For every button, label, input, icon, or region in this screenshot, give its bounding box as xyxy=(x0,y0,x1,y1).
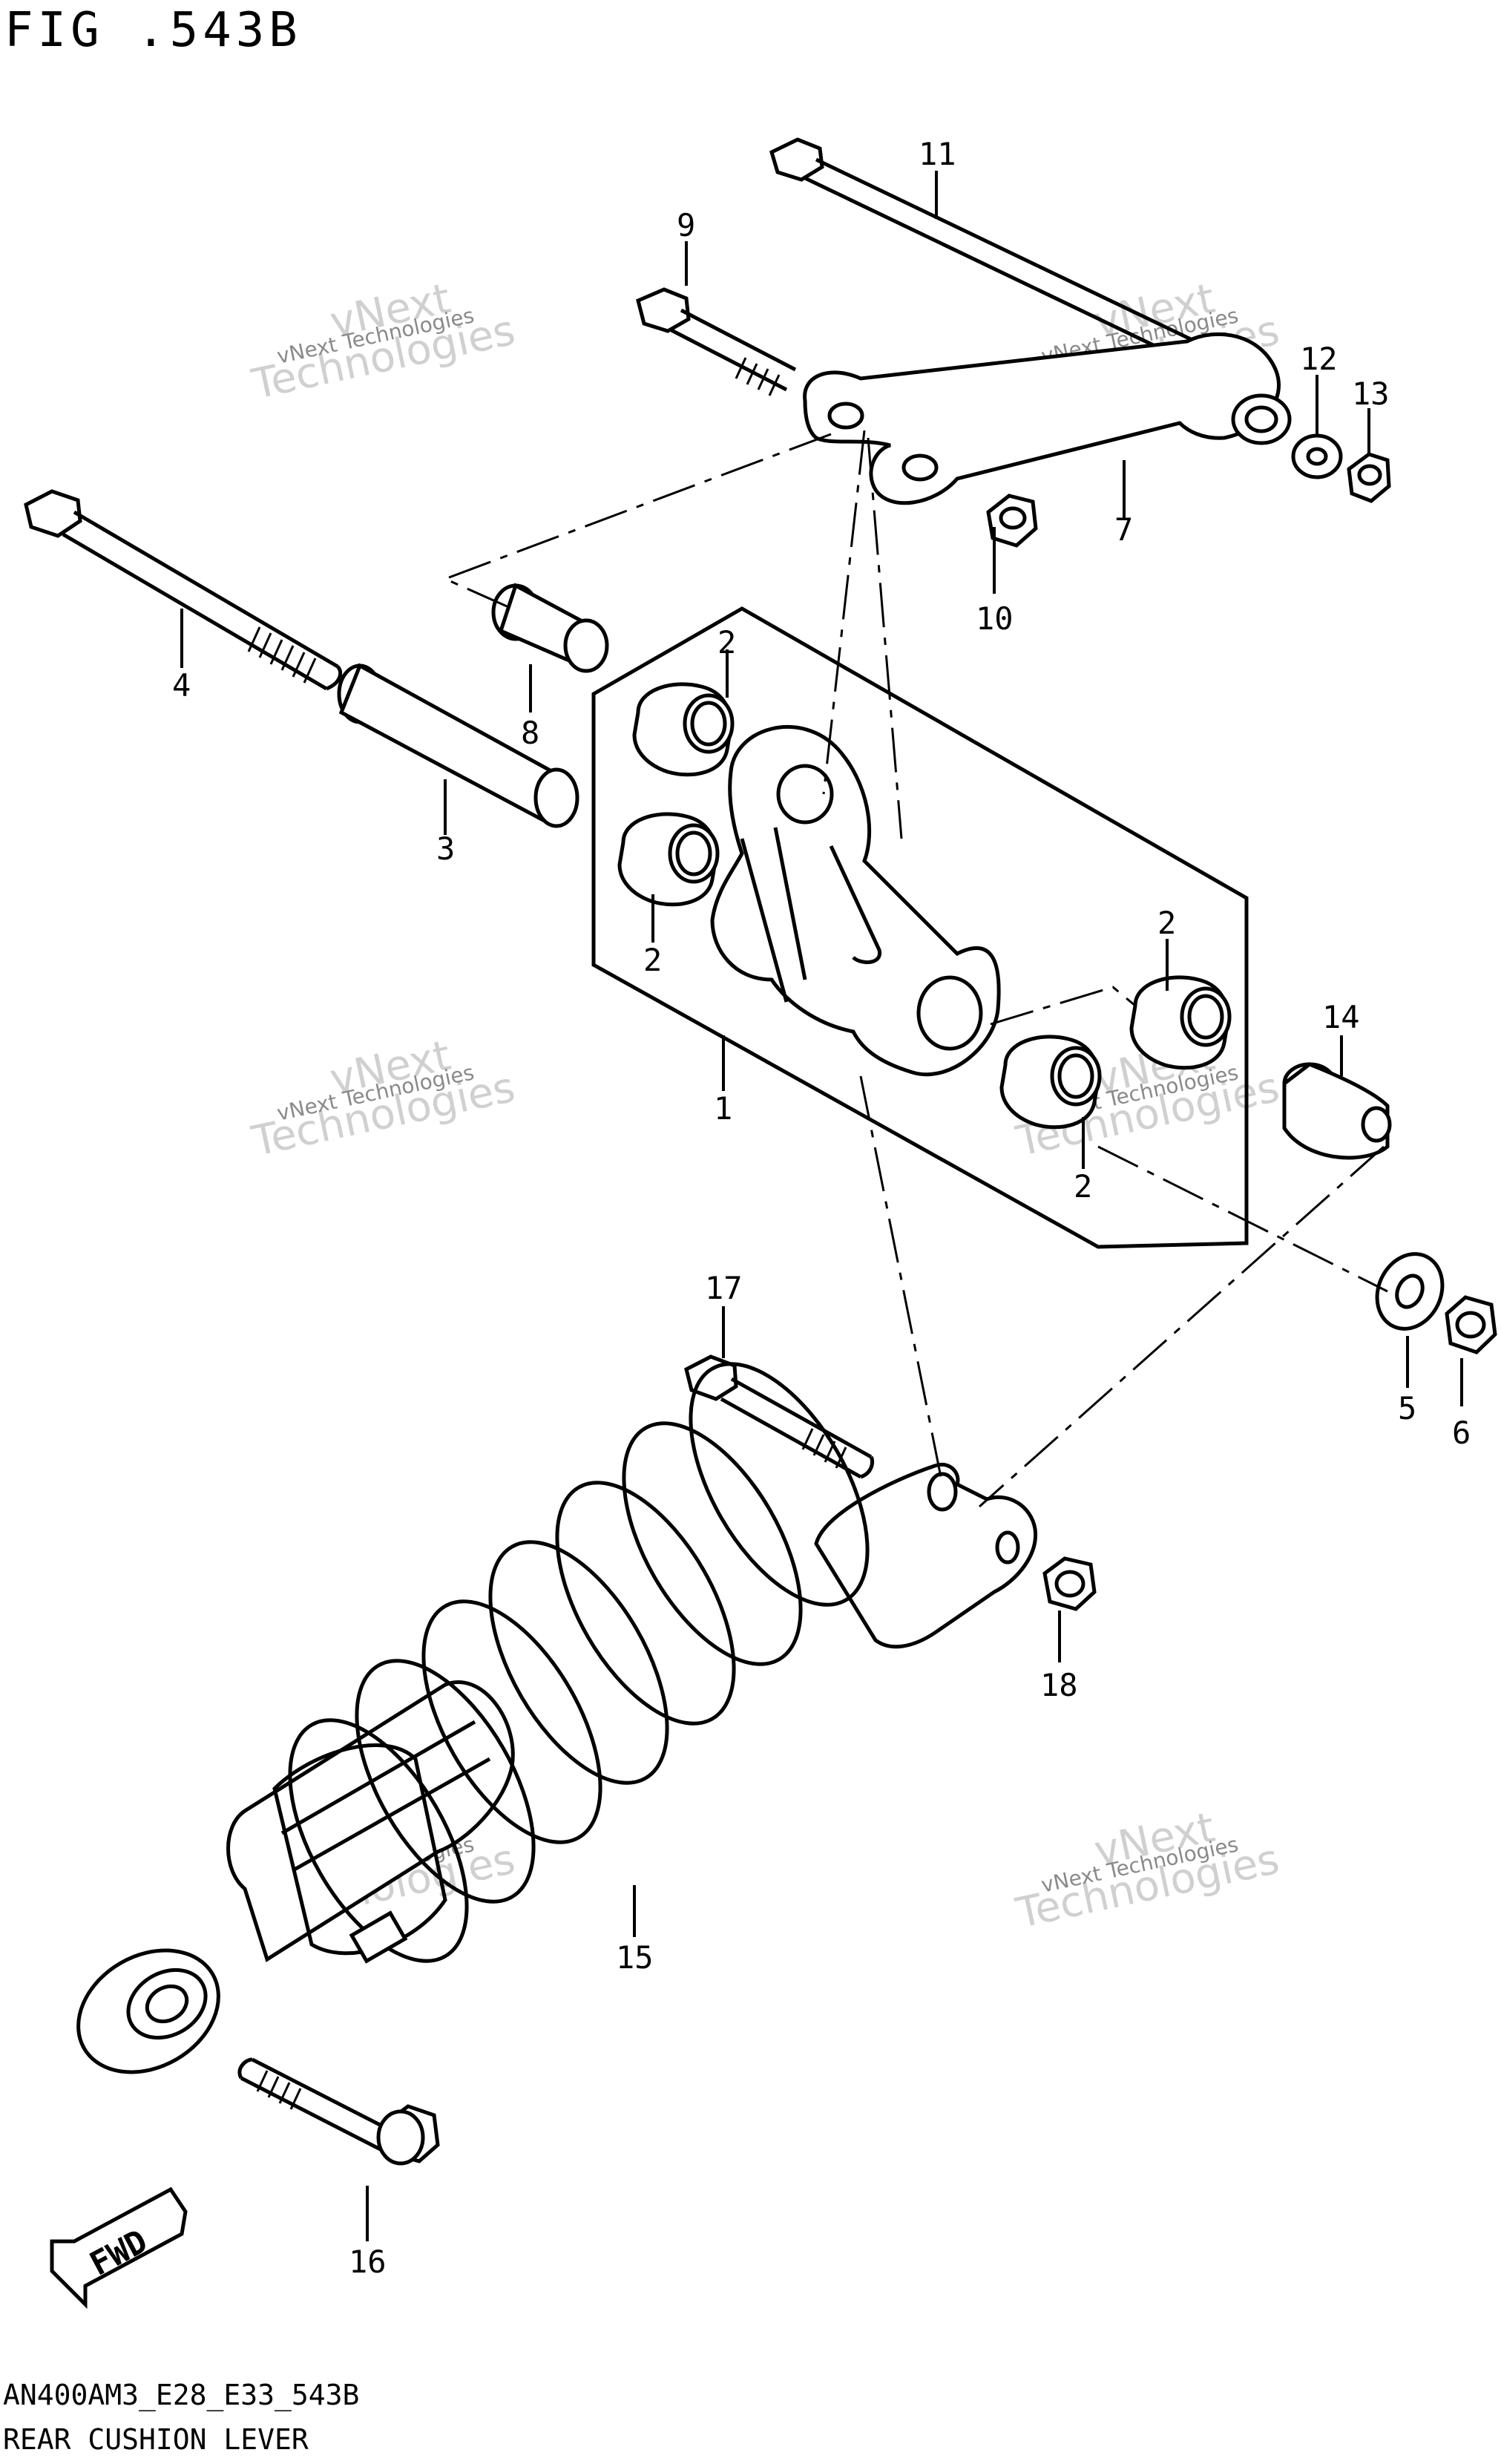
diagram-caption: REAR CUSHION LEVER xyxy=(3,2423,309,2456)
nut-13 xyxy=(1347,452,1391,503)
callout-4: 4 xyxy=(172,667,191,704)
callout-17: 17 xyxy=(705,1270,743,1306)
alignment-lines xyxy=(442,430,1388,1508)
callout-10: 10 xyxy=(976,600,1014,637)
bearing-2d xyxy=(999,1035,1102,1130)
callout-11: 11 xyxy=(919,136,956,172)
bolt-9 xyxy=(636,287,797,396)
callout-numbers: 11 9 12 13 7 10 4 8 3 2 2 2 2 1 14 5 6 1… xyxy=(172,136,1471,2280)
nut-6 xyxy=(1445,1295,1497,1354)
cushion-lever-1 xyxy=(710,725,1001,1077)
collar-14 xyxy=(1282,1062,1392,1160)
callout-6: 6 xyxy=(1452,1415,1471,1451)
nut-10 xyxy=(986,494,1038,548)
bolt-4 xyxy=(24,489,343,691)
rear-shock-15 xyxy=(76,1362,1038,2074)
callout-2b: 2 xyxy=(643,942,662,978)
callout-14: 14 xyxy=(1322,999,1360,1035)
callout-13: 13 xyxy=(1352,376,1390,412)
callout-16: 16 xyxy=(349,2244,387,2280)
callout-3: 3 xyxy=(436,830,455,867)
collar-8 xyxy=(491,583,609,673)
watermark-3: Technologies vNext vNext Technologies xyxy=(247,1032,519,1166)
callout-2d: 2 xyxy=(1074,1168,1092,1205)
callout-12: 12 xyxy=(1300,341,1338,377)
bearing-2a xyxy=(632,682,735,777)
model-code: AN400AM3_E28_E33_543B xyxy=(3,2379,359,2412)
callout-9: 9 xyxy=(677,207,695,243)
nut-18 xyxy=(1042,1556,1097,1611)
watermark-1: Technologies vNext vNext Technologies xyxy=(247,275,519,409)
figure-title: FIG .543B xyxy=(4,3,302,58)
assembly-frame-1 xyxy=(591,606,1249,1249)
callout-2a: 2 xyxy=(717,624,736,661)
link-rod-7 xyxy=(803,332,1292,505)
bearing-2b xyxy=(617,812,720,907)
fwd-direction-badge: FWD xyxy=(50,2186,188,2310)
washer-5 xyxy=(1375,1252,1445,1331)
sleeve-3 xyxy=(337,663,579,828)
watermark-6: Technologies vNext vNext Technologies xyxy=(1011,1803,1283,1938)
callout-7: 7 xyxy=(1114,511,1133,548)
bearing-2c xyxy=(1129,975,1232,1070)
callout-leaders xyxy=(180,171,1463,2241)
washer-12 xyxy=(1291,433,1343,479)
callout-8: 8 xyxy=(521,715,539,751)
bolt-17 xyxy=(684,1354,875,1479)
callout-5: 5 xyxy=(1398,1390,1416,1426)
bolt-16 xyxy=(237,2057,440,2166)
callout-1: 1 xyxy=(714,1090,732,1127)
callout-2c: 2 xyxy=(1157,905,1176,941)
callout-15: 15 xyxy=(616,1939,654,1976)
callout-18: 18 xyxy=(1040,1667,1078,1703)
